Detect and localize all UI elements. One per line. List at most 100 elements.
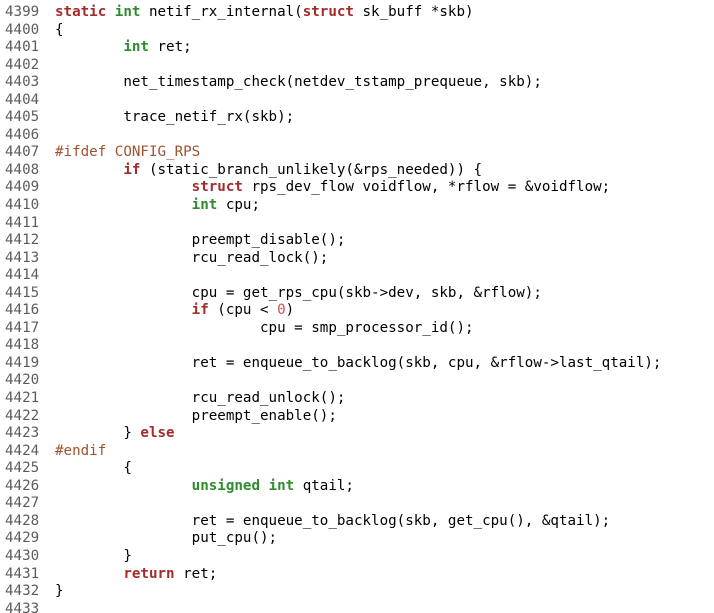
code-text: net_timestamp_check(netdev_tstamp_preque… <box>55 74 542 91</box>
code-text: qtail; <box>294 477 354 494</box>
code-line[interactable]: 4424#endif <box>0 443 714 461</box>
code-text: ret; <box>148 39 192 56</box>
keyword-token: return <box>123 565 175 582</box>
code-content: struct rps_dev_flow voidflow, *rflow = &… <box>50 179 714 197</box>
code-line[interactable]: 4411 <box>0 215 714 233</box>
code-line[interactable]: 4404 <box>0 92 714 110</box>
code-line[interactable]: 4399 static int netif_rx_internal(struct … <box>0 4 714 22</box>
code-content: preempt_disable(); <box>50 232 714 250</box>
code-line[interactable]: 4420 <box>0 372 714 390</box>
code-content <box>50 267 714 285</box>
code-line[interactable]: 4408 if (static_branch_unlikely(&rps_nee… <box>0 162 714 180</box>
code-content <box>50 57 714 75</box>
code-text: netif_rx_internal( <box>140 4 303 20</box>
line-number: 4432 <box>5 583 40 600</box>
code-line[interactable]: 4417 cpu = smp_processor_id(); <box>0 320 714 338</box>
code-text <box>55 197 192 213</box>
code-line[interactable]: 4427 <box>0 495 714 513</box>
code-content: cpu = get_rps_cpu(skb->dev, skb, &rflow)… <box>50 285 714 303</box>
line-number: 4400 <box>5 21 40 38</box>
type-token: unsigned <box>191 477 261 494</box>
code-text: } <box>55 425 141 442</box>
code-line[interactable]: 4405 trace_netif_rx(skb); <box>0 109 714 127</box>
line-number: 4404 <box>5 91 40 108</box>
code-content: if (cpu < 0) <box>50 302 714 320</box>
preprocessor-token: #endif <box>55 442 107 459</box>
code-line[interactable]: 4432} <box>0 583 714 601</box>
keyword-token: else <box>140 425 175 442</box>
line-number: 4421 <box>5 390 40 407</box>
line-number: 4402 <box>5 56 40 73</box>
code-text <box>55 39 123 55</box>
code-text: rcu_read_unlock(); <box>55 390 346 407</box>
line-number: 4414 <box>5 267 40 284</box>
line-number: 4420 <box>5 372 40 389</box>
line-number: 4425 <box>5 460 40 477</box>
code-content: rcu_read_lock(); <box>50 250 714 268</box>
code-content: unsigned int qtail; <box>50 478 714 496</box>
line-number: 4433 <box>5 600 40 613</box>
code-text: trace_netif_rx(skb); <box>55 109 295 126</box>
code-content: put_cpu(); <box>50 530 714 548</box>
code-content: trace_netif_rx(skb); <box>50 109 714 127</box>
line-number: 4411 <box>5 214 40 231</box>
code-line[interactable]: 4422 preempt_enable(); <box>0 408 714 426</box>
keyword-token: struct <box>302 4 354 20</box>
code-line[interactable]: 4413 rcu_read_lock(); <box>0 250 714 268</box>
code-content: } else <box>50 425 714 443</box>
code-line[interactable]: 4409 struct rps_dev_flow voidflow, *rflo… <box>0 179 714 197</box>
code-line[interactable]: 4402 <box>0 57 714 75</box>
code-line[interactable]: 4419 ret = enqueue_to_backlog(skb, cpu, … <box>0 355 714 373</box>
keyword-token: static <box>55 4 107 20</box>
code-content <box>50 215 714 233</box>
code-text: ret; <box>174 565 218 582</box>
code-line[interactable]: 4418 <box>0 337 714 355</box>
code-text: put_cpu(); <box>55 530 278 547</box>
code-text: rps_dev_flow voidflow, *rflow = &voidflo… <box>242 179 611 196</box>
line-number: 4405 <box>5 109 40 126</box>
code-line[interactable]: 4414 <box>0 267 714 285</box>
line-number: 4427 <box>5 495 40 512</box>
code-content: if (static_branch_unlikely(&rps_needed))… <box>50 162 714 180</box>
code-line[interactable]: 4403 net_timestamp_check(netdev_tstamp_p… <box>0 74 714 92</box>
line-number: 4410 <box>5 197 40 214</box>
type-token: int <box>191 197 218 214</box>
line-number: 4423 <box>5 425 40 442</box>
code-line[interactable]: 4421 rcu_read_unlock(); <box>0 390 714 408</box>
code-line[interactable]: 4430 } <box>0 548 714 566</box>
code-line[interactable]: 4412 preempt_disable(); <box>0 232 714 250</box>
line-number: 4426 <box>5 477 40 494</box>
code-line[interactable]: 4426 unsigned int qtail; <box>0 478 714 496</box>
code-content: int ret; <box>50 39 714 57</box>
line-number: 4431 <box>5 565 40 582</box>
line-number: 4429 <box>5 530 40 547</box>
code-content: static int netif_rx_internal(struct sk_b… <box>50 4 714 22</box>
code-line[interactable]: 4406 <box>0 127 714 145</box>
code-text: (static_branch_unlikely(&rps_needed)) { <box>140 161 483 178</box>
code-line[interactable]: 4425 { <box>0 460 714 478</box>
code-line[interactable]: 4416 if (cpu < 0) <box>0 302 714 320</box>
code-line[interactable]: 4428 ret = enqueue_to_backlog(skb, get_c… <box>0 513 714 531</box>
code-line[interactable]: 4433 <box>0 601 714 613</box>
code-text <box>260 478 269 494</box>
code-line[interactable]: 4400{ <box>0 22 714 40</box>
line-number: 4399 <box>5 4 40 20</box>
code-content: ret = enqueue_to_backlog(skb, get_cpu(),… <box>50 513 714 531</box>
code-line[interactable]: 4423 } else <box>0 425 714 443</box>
code-text: preempt_enable(); <box>55 407 337 424</box>
code-line[interactable]: 4415 cpu = get_rps_cpu(skb->dev, skb, &r… <box>0 285 714 303</box>
code-line[interactable]: 4410 int cpu; <box>0 197 714 215</box>
code-line[interactable]: 4401 int ret; <box>0 39 714 57</box>
code-text: ret = enqueue_to_backlog(skb, cpu, &rflo… <box>55 354 662 371</box>
code-text <box>55 566 123 582</box>
code-line[interactable]: 4407#ifdef CONFIG_RPS <box>0 144 714 162</box>
code-text: { <box>55 460 132 477</box>
code-content: net_timestamp_check(netdev_tstamp_preque… <box>50 74 714 92</box>
code-line[interactable]: 4431 return ret; <box>0 566 714 584</box>
code-line[interactable]: 4429 put_cpu(); <box>0 530 714 548</box>
line-number: 4415 <box>5 284 40 301</box>
code-text <box>55 162 123 178</box>
line-number: 4403 <box>5 74 40 91</box>
code-text <box>55 478 192 494</box>
